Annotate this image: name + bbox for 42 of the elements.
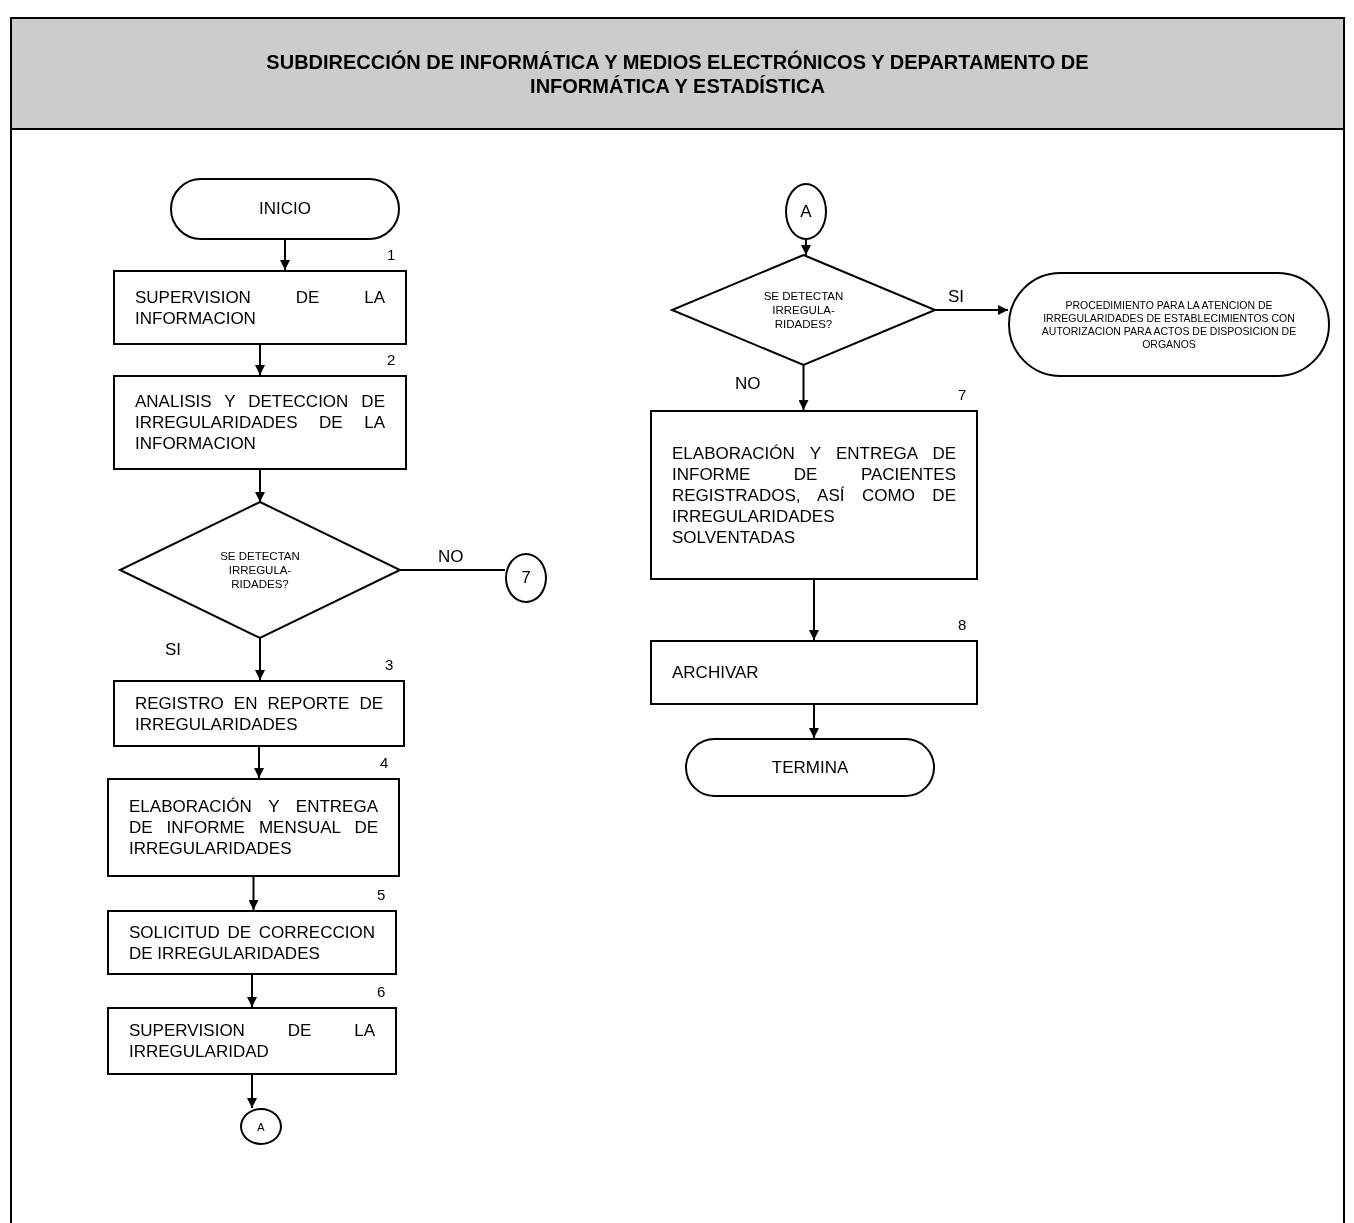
edge-label: NO xyxy=(438,547,464,567)
process-box: ANALISIS Y DETECCION DE IRREGULARIDADES DE LA INFORMACION xyxy=(113,375,407,470)
process-box: SUPERVISION DE LA IRREGULARIDAD xyxy=(107,1007,397,1075)
arrow xyxy=(255,637,265,681)
decision-diamond: SE DETECTAN IRREGULA- RIDADES? xyxy=(672,255,935,365)
header-band: SUBDIRECCIÓN DE INFORMÁTICA Y MEDIOS ELECTRÓNICOS Y DEPARTAMENTO DE INFORMÁTICA Y ESTADÍSTICA xyxy=(10,17,1345,130)
terminator-shape: PROCEDIMIENTO PARA LA ATENCION DE IRREGULARIDADES DE ESTABLECIMIENTOS CON AUTORIZACION PARA ACTOS DE DISPOSICION DE ORGANOS xyxy=(1008,272,1330,377)
arrow xyxy=(247,1074,257,1109)
arrow xyxy=(809,704,819,739)
step-number: 6 xyxy=(377,983,386,1000)
arrow xyxy=(248,876,259,911)
connector-circle: A xyxy=(785,183,827,240)
arrow xyxy=(255,344,265,376)
step-number: 8 xyxy=(958,616,967,633)
connector-circle: A xyxy=(240,1108,282,1145)
terminator-shape: TERMINA xyxy=(685,738,935,797)
edge-label: SI xyxy=(948,287,965,307)
arrow xyxy=(247,974,257,1008)
arrow xyxy=(255,469,265,503)
terminator-shape: INICIO xyxy=(170,178,400,240)
process-box: ELABORACIÓN Y ENTREGA DE INFORME MENSUAL DE IRREGULARIDADES xyxy=(107,778,400,877)
arrow xyxy=(801,239,811,256)
arrow xyxy=(798,364,809,411)
step-number: 3 xyxy=(385,656,394,673)
edge-label: NO xyxy=(735,374,761,394)
decision-diamond: SE DETECTAN IRREGULA- RIDADES? xyxy=(120,502,400,638)
arrow xyxy=(280,239,290,271)
arrow xyxy=(934,305,1009,315)
process-box: SOLICITUD DE CORRECCION DE IRREGULARIDADES xyxy=(107,910,397,975)
step-number: 4 xyxy=(380,754,389,771)
step-number: 2 xyxy=(387,351,396,368)
arrow xyxy=(254,746,264,779)
step-number: 5 xyxy=(377,886,386,903)
edge-label: SI xyxy=(165,640,182,660)
step-number: 7 xyxy=(958,386,967,403)
step-number: 1 xyxy=(387,246,396,263)
process-box: SUPERVISION DE LA INFORMACION xyxy=(113,270,407,345)
connector-circle: 7 xyxy=(505,553,547,603)
process-box: ELABORACIÓN Y ENTREGA DE INFORME DE PACIENTES REGISTRADOS, ASÍ COMO DE IRREGULARIDADES SOLVENTADAS xyxy=(650,410,978,580)
process-box: REGISTRO EN REPORTE DE IRREGULARIDADES xyxy=(113,680,405,747)
arrow xyxy=(809,579,819,641)
process-box: ARCHIVAR xyxy=(650,640,978,705)
